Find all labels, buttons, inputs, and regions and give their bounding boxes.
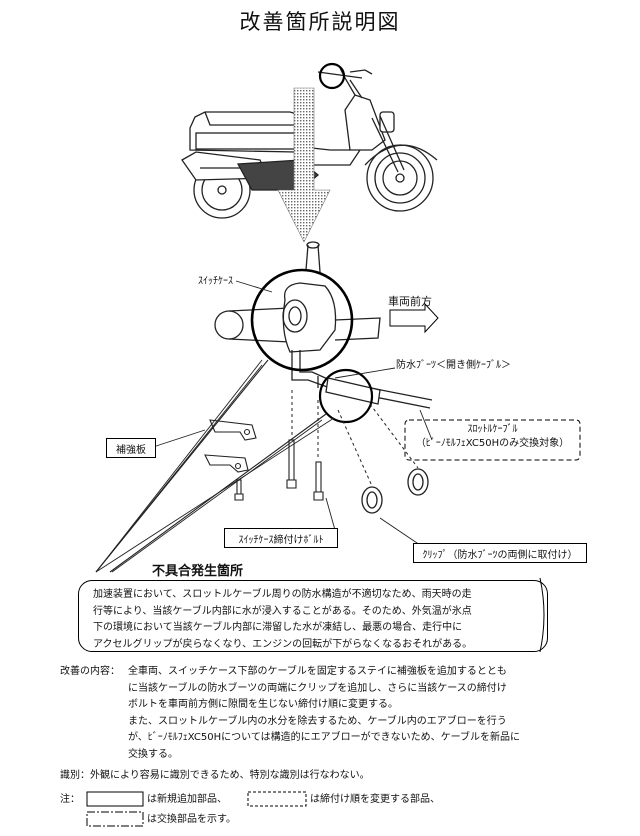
improvement-label: 改善の内容： <box>60 666 120 677</box>
switch-case-detail <box>214 241 433 409</box>
throttle-cable-label: ｽﾛｯﾄﾙｹｰﾌﾞﾙ （ﾋﾞｰﾉﾓﾙﾌｪXC50Hのみ交換対象） <box>405 420 580 460</box>
note-prefix: 注： <box>60 794 80 805</box>
waterproof-boot-label: 防水ﾌﾞｰﾂ＜開き側ｹｰﾌﾞﾙ＞ <box>396 360 511 371</box>
reinforcement-plate-label: 補強板 <box>106 438 156 458</box>
bolt-label: ｽｲｯﾁｹｰｽ締付けﾎﾞﾙﾄ <box>224 528 338 548</box>
improvement-line: が、ﾋﾞｰﾉﾓﾙﾌｪXC50Hについては構造的にエアブローができないため、ケーブ… <box>128 732 521 743</box>
defect-line: 行等により、当該ケーブル内部に水が浸入することがある。そのため、外気温が氷点 <box>93 605 472 617</box>
page-title: 改善箇所説明図 <box>239 10 401 34</box>
improvement-line: また、スロットルケーブル内の水分を除去するため、ケーブル内のエアブローを行う <box>128 715 507 727</box>
note-tightening-order: は締付け順を変更する部品、 <box>310 794 440 805</box>
defect-line: 加速装置において、スロットルケーブル周りの防水構造が不適切なため、雨天時の走 <box>93 589 472 600</box>
switch-case-label: ｽｲｯﾁｹｰｽ <box>198 276 233 287</box>
improvement-line: ボルトを車両前方側に隙間を生じない締付け順に変更する。 <box>128 699 398 710</box>
improvement-line: 全車両、スイッチケース下部のケーブルを固定するステイに補強板を追加するととも <box>128 666 507 677</box>
defect-line: アクセルグリップが戻らなくなり、エンジンの回転が下がらなくなるおそれがある。 <box>93 638 473 650</box>
vehicle-front-label: 車両前方 <box>388 295 432 308</box>
improvement-description: 全車両、スイッチケース下部のケーブルを固定するステイに補強板を追加するととも に… <box>128 664 598 763</box>
note-new-parts: は新規追加部品、 <box>147 794 227 805</box>
improvement-line: 交換する。 <box>128 748 178 760</box>
defect-description: 加速装置において、スロットルケーブル周りの防水構造が不適切なため、雨天時の走 行… <box>78 580 548 652</box>
throttle-cable-line2: （ﾋﾞｰﾉﾓﾙﾌｪXC50Hのみ交換対象） <box>415 438 570 449</box>
identification-note: 識別：外観により容易に識別できるため、特別な識別は行なわない。 <box>60 770 370 781</box>
clip-label: ｸﾘｯﾌﾟ（防水ﾌﾞｰﾂの両側に取付け） <box>413 543 587 563</box>
defect-line: 下の環境において当該ケーブル内部に滞留した水が凍結し、最悪の場合、走行中に <box>93 622 463 633</box>
defect-heading: 不具合発生箇所 <box>152 564 244 579</box>
improvement-line: に当該ケーブルの防水ブーツの両端にクリップを追加し、さらに当該ケースの締付け <box>128 682 507 694</box>
throttle-cable-line1: ｽﾛｯﾄﾙｹｰﾌﾞﾙ <box>467 424 518 435</box>
note-replacement-parts: は交換部品を示す。 <box>147 814 236 825</box>
